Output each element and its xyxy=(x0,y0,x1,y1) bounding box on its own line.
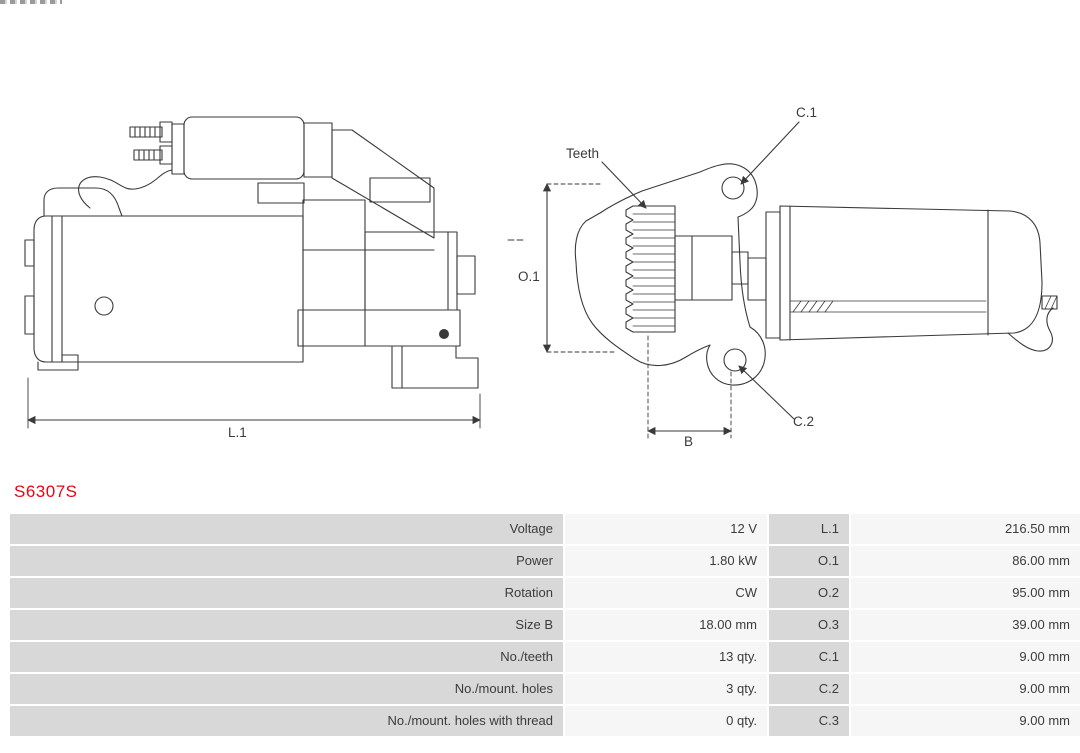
spec-row: Size B 18.00 mm O.3 39.00 mm xyxy=(10,610,1080,640)
mount-hole-c2 xyxy=(723,348,747,372)
mounting-plate xyxy=(574,163,766,386)
pinion-gear xyxy=(625,205,676,333)
spec-label: Power xyxy=(10,546,563,576)
leader-c1 xyxy=(740,121,800,185)
dim-value: 9.00 mm xyxy=(851,706,1080,736)
dim-label: L.1 xyxy=(769,514,849,544)
spec-label: Rotation xyxy=(10,578,563,608)
spec-label: No./teeth xyxy=(10,642,563,672)
dim-value: 9.00 mm xyxy=(851,674,1080,704)
spec-label: Voltage xyxy=(10,514,563,544)
spec-row: Power 1.80 kW O.1 86.00 mm xyxy=(10,546,1080,576)
dim-label: O.2 xyxy=(769,578,849,608)
dim-value: 95.00 mm xyxy=(851,578,1080,608)
dim-label: O.3 xyxy=(769,610,849,640)
dimension-b xyxy=(647,335,732,439)
spec-value: 18.00 mm xyxy=(565,610,767,640)
spec-value: 13 qty. xyxy=(565,642,767,672)
spec-value: 3 qty. xyxy=(565,674,767,704)
spec-label: No./mount. holes xyxy=(10,674,563,704)
spec-value: 1.80 kW xyxy=(565,546,767,576)
side-view xyxy=(24,116,481,429)
logo-fragment xyxy=(0,0,62,4)
dim-label-c1: C.1 xyxy=(796,105,817,120)
spec-row: No./teeth 13 qty. C.1 9.00 mm xyxy=(10,642,1080,672)
front-view xyxy=(507,121,1058,439)
label-teeth: Teeth xyxy=(566,146,599,161)
spec-value: 0 qty. xyxy=(565,706,767,736)
technical-drawing: L.1 O.1 B C.1 C.2 Teeth xyxy=(24,105,1058,449)
motor-body xyxy=(765,205,1058,352)
leader-c2 xyxy=(738,365,795,420)
spec-value: 12 V xyxy=(565,514,767,544)
spec-label: Size B xyxy=(10,610,563,640)
spec-label: No./mount. holes with thread xyxy=(10,706,563,736)
spec-table: Voltage 12 V L.1 216.50 mm Power 1.80 kW… xyxy=(8,512,1080,738)
dim-value: 39.00 mm xyxy=(851,610,1080,640)
dim-label: O.1 xyxy=(769,546,849,576)
dim-label-l1: L.1 xyxy=(228,425,247,440)
dimension-o1 xyxy=(507,183,615,353)
dim-label-c2: C.2 xyxy=(793,414,814,429)
spec-value: CW xyxy=(565,578,767,608)
mount-hole-c1 xyxy=(721,176,745,200)
cable-line xyxy=(78,169,173,209)
dim-label: C.1 xyxy=(769,642,849,672)
dim-value: 9.00 mm xyxy=(851,642,1080,672)
dim-label: C.2 xyxy=(769,674,849,704)
dim-value: 216.50 mm xyxy=(851,514,1080,544)
spec-row: Voltage 12 V L.1 216.50 mm xyxy=(10,514,1080,544)
leader-teeth xyxy=(601,161,647,209)
spec-row: Rotation CW O.2 95.00 mm xyxy=(10,578,1080,608)
dim-label-b: B xyxy=(684,434,693,449)
dimension-l1 xyxy=(27,377,481,429)
dim-value: 86.00 mm xyxy=(851,546,1080,576)
starter-motor-drawing: L.1 O.1 B C.1 C.2 Teeth xyxy=(24,105,1058,449)
drawing-annotations: L.1 O.1 B C.1 C.2 Teeth xyxy=(228,105,817,449)
spec-row: No./mount. holes 3 qty. C.2 9.00 mm xyxy=(10,674,1080,704)
dim-label-o1: O.1 xyxy=(518,269,540,284)
spec-row: No./mount. holes with thread 0 qty. C.3 … xyxy=(10,706,1080,736)
part-number: S6307S xyxy=(14,482,78,501)
dim-label: C.3 xyxy=(769,706,849,736)
